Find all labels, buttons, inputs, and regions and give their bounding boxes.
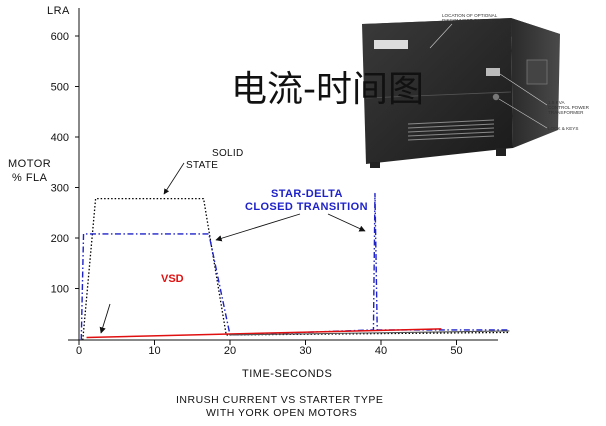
series-layer [80,192,510,341]
x-tick-label: 30 [299,345,311,357]
x-tick-label: 50 [450,345,462,357]
y-tick-label: 400 [51,132,69,144]
y-tick-label: 300 [51,183,69,195]
callout-switch-line-1: LOCATION OF OPTIONAL [442,13,498,18]
starter-cabinet-photo: LOCATION OF OPTIONAL DISCONNECT SWITCH 1… [362,13,590,168]
cabinet-foot-right [496,148,506,156]
y-tick-label: 100 [51,284,69,296]
callout-switch-leader [429,23,453,49]
star-delta-label-line-1: STAR-DELTA [271,188,343,200]
star-delta-label-line-2: CLOSED TRANSITION [245,201,368,213]
callout-transformer-line-2: CONTROL POWER [548,105,590,110]
y-tick-label: 200 [51,233,69,245]
y-tick-label: 600 [51,31,69,43]
x-axis-ticks: 0 10 20 30 40 50 [76,340,463,357]
y-axis-ticks: 100 200 300 400 500 600 [51,31,79,296]
x-tick-label: 20 [224,345,236,357]
solid-state-label-line-2: STATE [186,160,218,171]
y2-axis-label: LRA [47,5,70,17]
series-line-solid-state [82,197,510,341]
cabinet-foot-left [370,162,380,168]
cabinet-side-fan [526,59,548,85]
y-tick-label: 500 [51,82,69,94]
series-line-vsd-gray [229,330,510,336]
y-axis-label-line-1: MOTOR [8,158,51,170]
chart-subtitle: WITH YORK OPEN MOTORS [206,407,357,419]
series-line-vsd [86,328,442,339]
callout-lock-leader [498,98,548,129]
cabinet-vent-grille [407,119,495,141]
x-tick-label: 40 [375,345,387,357]
callout-transformer-leader [499,73,548,106]
star-delta-arrow-left [215,213,301,242]
series-line-star-delta-closed-transition [80,192,510,341]
cabinet-front [362,18,513,164]
axes [68,8,498,341]
cabinet-nameplate [374,40,408,49]
solid-state-label-line-1: SOLID [212,148,244,159]
callout-transformer-line-3: TRANSFORMER [548,110,584,115]
x-tick-label: 10 [148,345,160,357]
vsd-arrow [99,303,111,334]
callout-lock: LOCK & KEYS [548,126,578,131]
cabinet-switch-handle [486,68,500,76]
chart-title: INRUSH CURRENT VS STARTER TYPE [176,394,383,406]
callout-transformer-line-1: 1.5 KVA [548,100,565,105]
cabinet-lock-icon [492,93,500,101]
star-delta-arrow-right [327,213,366,232]
solid-state-leader [163,162,185,195]
vsd-label: VSD [161,273,184,285]
y-axis-label-line-2: % FLA [12,172,48,184]
callout-switch-line-2: DISCONNECT SWITCH [442,18,492,23]
x-tick-label: 0 [76,345,82,357]
cabinet-panel-seam [365,91,512,99]
x-axis-label: TIME-SECONDS [242,368,332,380]
overlay-title: 电流-时间图 [231,69,424,110]
